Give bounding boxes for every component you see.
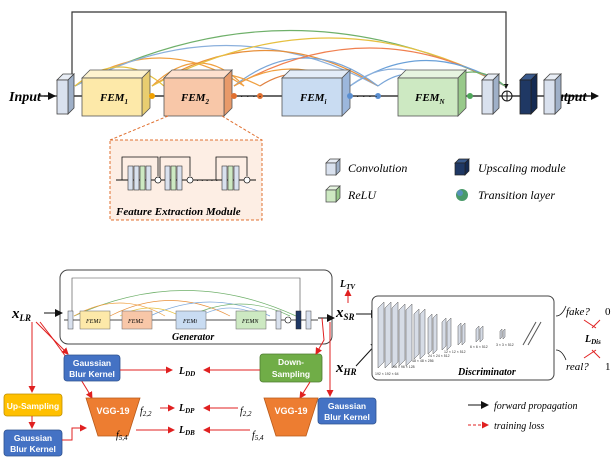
svg-text:FEM1: FEM1	[99, 92, 128, 106]
x-hr-label: x	[335, 360, 344, 376]
legend-transition: Transition layer	[478, 188, 555, 202]
svg-text:FEM2: FEM2	[180, 92, 209, 106]
svg-text:LDD: LDD	[178, 366, 195, 378]
feature-extraction-module: · · · · · Feature Extraction Module	[109, 115, 263, 221]
svg-text:LDis: LDis	[584, 334, 601, 346]
svg-text:Blur Kernel: Blur Kernel	[69, 369, 115, 379]
f22-right: f	[240, 406, 244, 417]
first-conv-block	[56, 73, 75, 115]
discriminator-layers: 192 × 192 × 64 96 × 96 × 128 48 × 48 × 2…	[375, 301, 542, 376]
svg-text:xSR: xSR	[335, 305, 355, 322]
svg-text:Blur Kernel: Blur Kernel	[10, 444, 56, 454]
gaussian-blur-kernel-2	[3, 429, 63, 457]
top-network: Input Output FEM1 FEM2	[8, 11, 599, 117]
l-db-label: L	[178, 425, 185, 436]
l-dp-label: L	[178, 403, 185, 414]
real-value: 1	[605, 361, 611, 373]
l-tv-label: L	[339, 279, 346, 290]
top-legend: Convolution ReLU Upscaling module Transi…	[325, 158, 566, 203]
discriminator-label: Discriminator	[457, 367, 516, 378]
svg-text:LDP: LDP	[178, 403, 195, 415]
l-dd-label: L	[178, 366, 185, 377]
generator-label: Generator	[172, 332, 214, 343]
svg-text:xHR: xHR	[335, 360, 357, 377]
svg-text:LTV: LTV	[339, 279, 356, 291]
mini-fem1: FEM1	[85, 319, 101, 325]
mini-femi: FEMi	[182, 319, 197, 325]
convolution-legend-icon	[325, 158, 341, 176]
svg-text:VGG-19: VGG-19	[96, 406, 129, 416]
disc-dim-6: 3 × 3 × 512	[496, 343, 514, 347]
legend-convolution: Convolution	[348, 161, 407, 175]
svg-text:· · · ·: · · · ·	[356, 91, 378, 102]
svg-text:VGG-19: VGG-19	[274, 406, 307, 416]
input-label: Input	[8, 90, 42, 105]
tail-blocks	[481, 73, 562, 115]
svg-text:Gaussian: Gaussian	[14, 433, 52, 443]
legend-upscaling: Upscaling module	[478, 161, 566, 175]
f54-left: f	[116, 430, 120, 441]
svg-text:FEMi: FEMi	[299, 92, 326, 106]
svg-text:f2,2: f2,2	[240, 406, 252, 418]
disc-dim-4: 12 × 12 × 512	[444, 350, 466, 354]
fake-value: 0	[605, 306, 611, 318]
fem2-label: FEM	[180, 92, 207, 104]
module-caption: Feature Extraction Module	[115, 206, 241, 218]
femn-label: FEM	[414, 92, 441, 104]
upscaling-legend-icon	[454, 158, 470, 176]
mini-fem2: FEM2	[127, 319, 143, 325]
legend-training: training loss	[494, 421, 544, 432]
f22-left: f	[140, 406, 144, 417]
svg-text:xLR: xLR	[11, 306, 31, 323]
svg-text:Up-Sampling: Up-Sampling	[7, 401, 59, 411]
mini-femn: FEMN	[241, 319, 259, 325]
svg-text:· · · · ·: · · · · ·	[196, 176, 218, 185]
femi-label: FEM	[299, 92, 326, 104]
svg-text:FEMN: FEMN	[414, 92, 445, 106]
l-dis-label: L	[584, 334, 591, 345]
svg-text:Blur Kernel: Blur Kernel	[324, 412, 370, 422]
global-skip-line	[71, 11, 509, 89]
svg-text:Down-: Down-	[278, 357, 304, 367]
disc-dim-1: 96 × 96 × 128	[393, 365, 415, 369]
x-lr-label: x	[11, 306, 20, 322]
disc-dim-3: 24 × 24 × 512	[428, 354, 450, 358]
fem2-block: FEM2	[163, 69, 233, 117]
vgg19-right	[263, 397, 319, 437]
x-sr-label: x	[335, 305, 344, 321]
real-label: real?	[566, 361, 589, 373]
svg-text:f5,4: f5,4	[252, 430, 264, 442]
relu-legend-icon	[325, 185, 341, 203]
svg-text:Gaussian: Gaussian	[328, 401, 366, 411]
svg-text:LDB: LDB	[178, 425, 195, 437]
vgg19-left	[85, 397, 141, 437]
fem1-label: FEM	[99, 92, 126, 104]
fake-label: fake?	[566, 306, 590, 318]
svg-text:· · · ·: · · · ·	[240, 91, 262, 102]
femn-block: FEMN	[397, 69, 467, 117]
downsampling-block	[259, 353, 323, 383]
legend-forward: forward propagation	[494, 401, 577, 412]
svg-text:f5,4: f5,4	[116, 430, 128, 442]
gaussian-blur-kernel-3	[317, 397, 377, 425]
legend-relu: ReLU	[347, 188, 377, 202]
upscaling-block	[519, 79, 532, 115]
fem1-block: FEM1	[81, 69, 151, 117]
bottom-pipeline: Generator FEM1 FEM2 FEMi FEMN	[3, 269, 611, 457]
svg-text:Sampling: Sampling	[272, 369, 310, 379]
mini-network: FEM1 FEM2 FEMi FEMN	[64, 277, 318, 330]
femi-block: FEMi	[281, 69, 351, 117]
f54-right: f	[252, 430, 256, 441]
disc-dim-2: 48 × 48 × 256	[412, 359, 434, 363]
svg-text:f2,2: f2,2	[140, 406, 152, 418]
disc-dim-5: 6 × 6 × 512	[470, 345, 488, 349]
transition-dots: · · · · · · · ·	[149, 91, 473, 102]
svg-text:Gaussian: Gaussian	[73, 358, 111, 368]
upsampling-block	[3, 393, 63, 417]
gaussian-blur-kernel-1	[63, 354, 121, 382]
disc-dim-0: 192 × 192 × 64	[375, 372, 399, 376]
